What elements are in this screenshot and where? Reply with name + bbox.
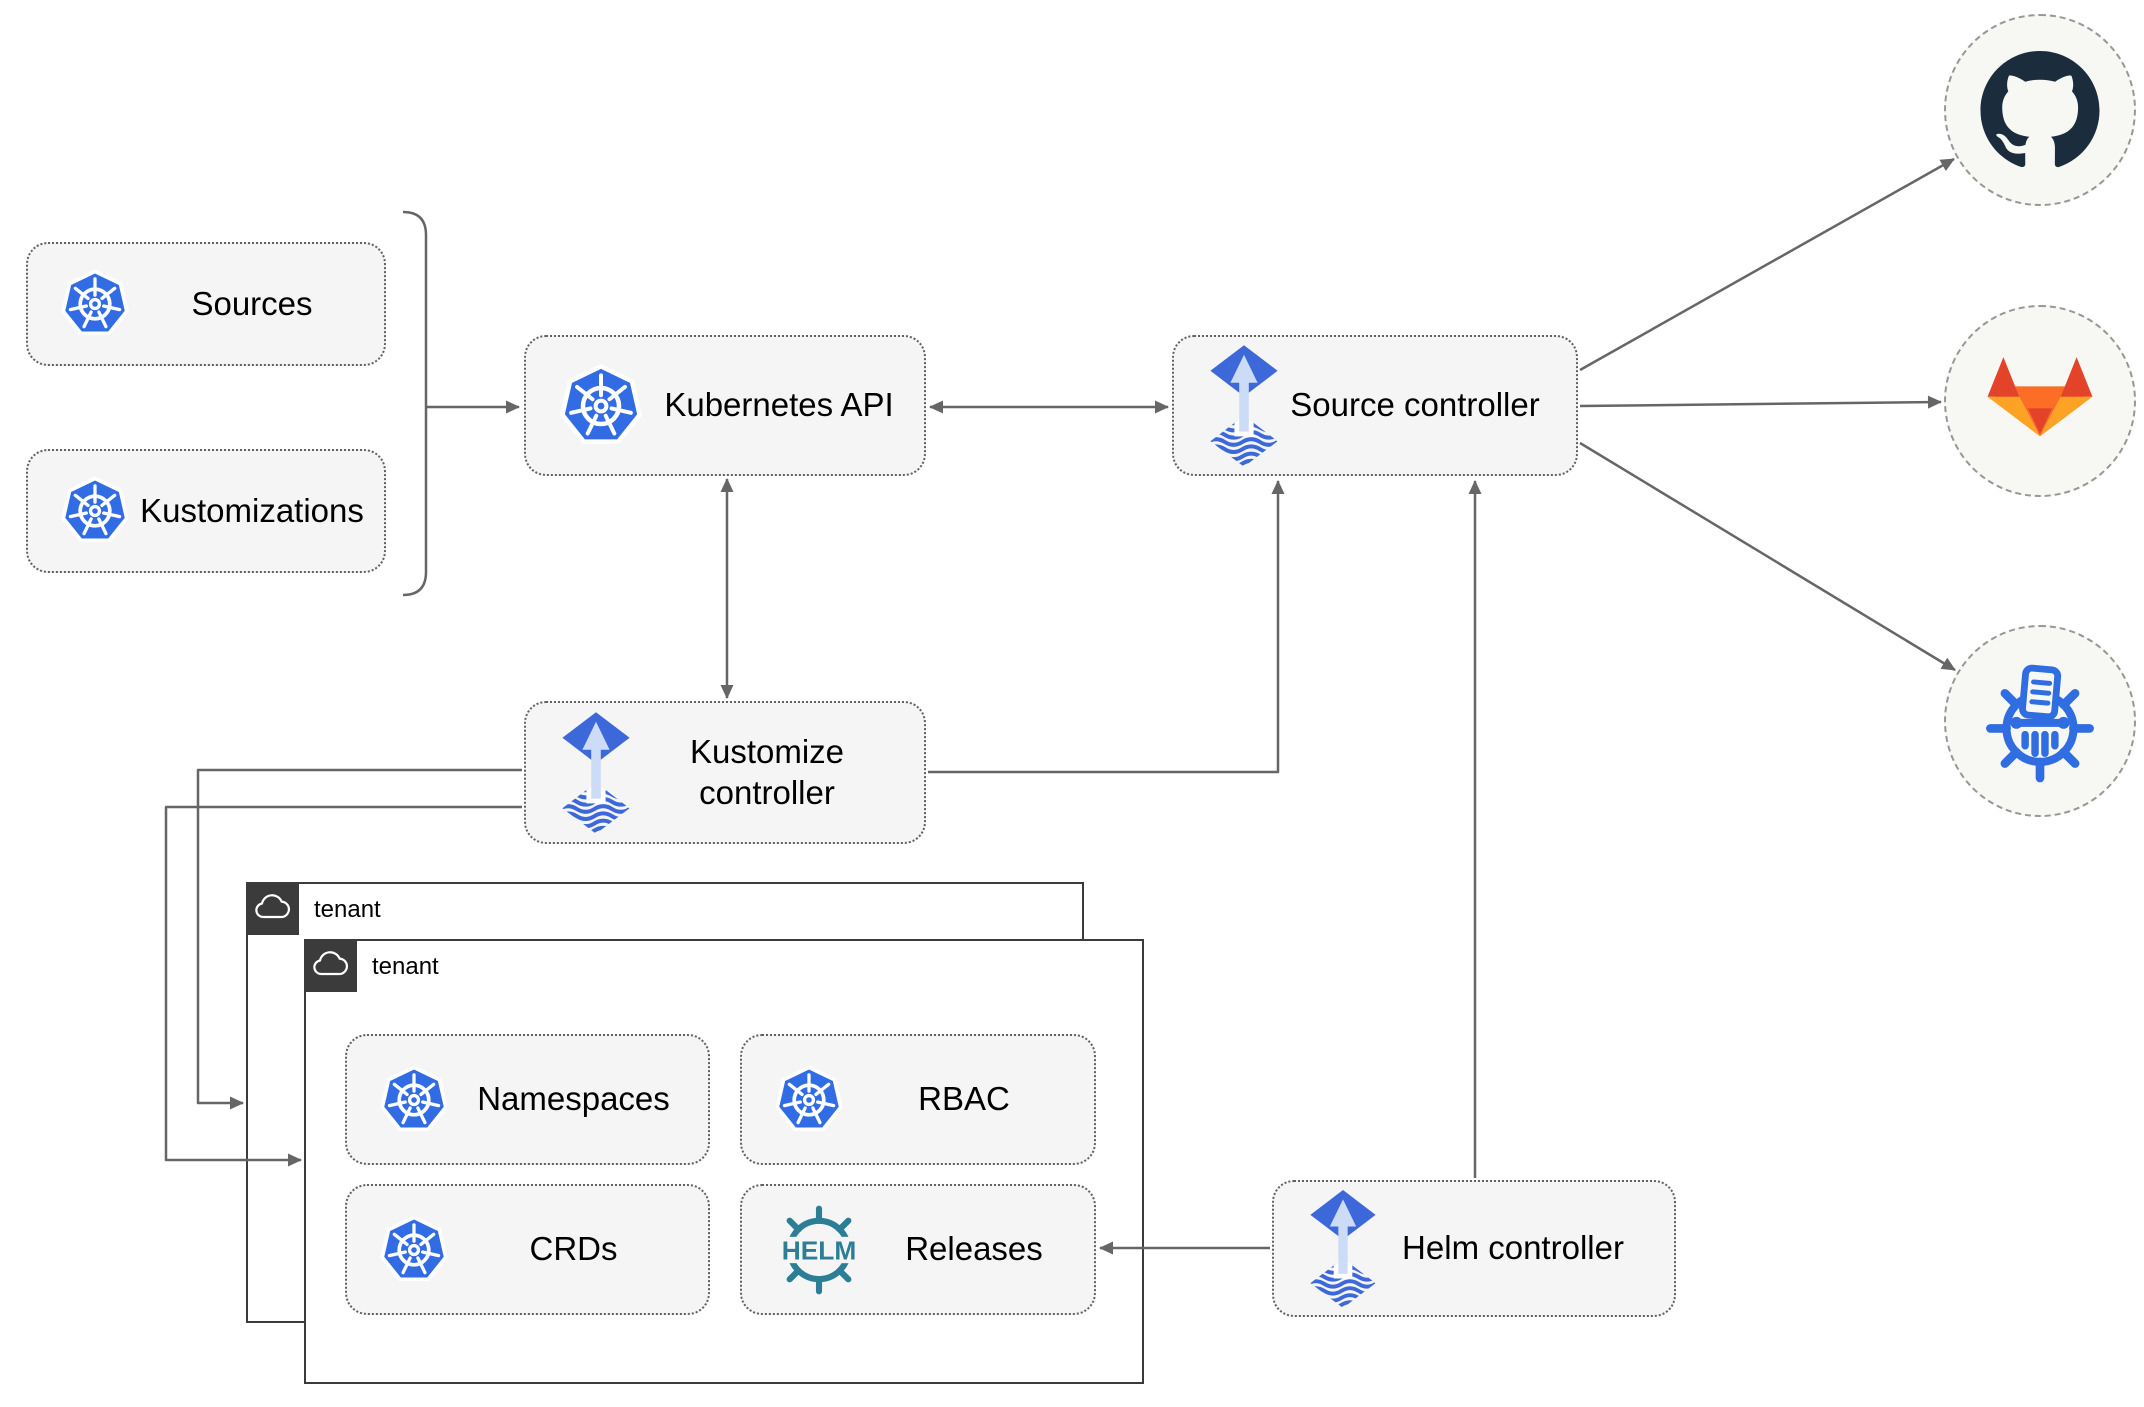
node-label: Sources bbox=[191, 284, 313, 322]
node-label: Source controller bbox=[1290, 386, 1540, 424]
kubernetes-icon bbox=[377, 1213, 451, 1287]
node-label: Releases bbox=[905, 1230, 1043, 1268]
kubernetes-icon bbox=[58, 267, 132, 341]
kubernetes-icon bbox=[772, 1063, 846, 1137]
gitlab-icon bbox=[1987, 357, 2093, 437]
node-label: Kustomize controller bbox=[689, 733, 845, 811]
cloud-tab bbox=[245, 881, 299, 935]
external-github bbox=[1944, 14, 2136, 206]
chartmuseum-icon bbox=[1986, 664, 2094, 783]
node-label: Namespaces bbox=[477, 1080, 670, 1118]
cloud-icon bbox=[255, 894, 290, 919]
node-namespaces: Namespaces bbox=[345, 1034, 710, 1165]
helm-logo-text: HELM bbox=[782, 1235, 857, 1265]
flux-icon bbox=[556, 712, 636, 834]
external-gitlab bbox=[1944, 305, 2136, 497]
node-kustomizations: Kustomizations bbox=[26, 449, 386, 573]
github-icon bbox=[1980, 50, 2100, 167]
node-label: CRDs bbox=[529, 1230, 618, 1268]
node-label: Helm controller bbox=[1402, 1229, 1624, 1267]
node-rbac: RBAC bbox=[740, 1034, 1096, 1165]
node-kustomize-controller: Kustomize controller bbox=[524, 701, 926, 844]
node-kubernetes-api: Kubernetes API bbox=[524, 335, 926, 476]
kubernetes-icon bbox=[556, 361, 646, 451]
edge-source-gitlab bbox=[1579, 395, 1942, 409]
node-label: Kubernetes API bbox=[664, 386, 894, 424]
cloud-tab bbox=[303, 938, 357, 992]
flux-icon bbox=[1304, 1190, 1382, 1308]
flux-icon bbox=[1204, 345, 1284, 467]
node-sources: Sources bbox=[26, 242, 386, 366]
node-releases: HELM Releases bbox=[740, 1184, 1096, 1315]
node-label: Kustomizations bbox=[140, 491, 364, 529]
edge-kustomize-source bbox=[928, 480, 1285, 774]
tenant-label: tenant bbox=[372, 953, 439, 980]
node-helm-controller: Helm controller bbox=[1272, 1180, 1676, 1317]
edge-source-github bbox=[1579, 157, 1955, 372]
external-chartmuseum bbox=[1944, 625, 2136, 817]
kubernetes-icon bbox=[58, 474, 132, 548]
kubernetes-icon bbox=[377, 1063, 451, 1137]
node-source-controller: Source controller bbox=[1172, 335, 1578, 476]
node-label: RBAC bbox=[918, 1080, 1010, 1118]
node-crds: CRDs bbox=[345, 1184, 710, 1315]
cloud-icon bbox=[313, 951, 348, 976]
edge-source-chartmuseum bbox=[1579, 441, 1956, 672]
tenant-label: tenant bbox=[314, 896, 381, 923]
helm-icon: HELM bbox=[772, 1203, 866, 1297]
edge-bracket bbox=[402, 210, 428, 597]
